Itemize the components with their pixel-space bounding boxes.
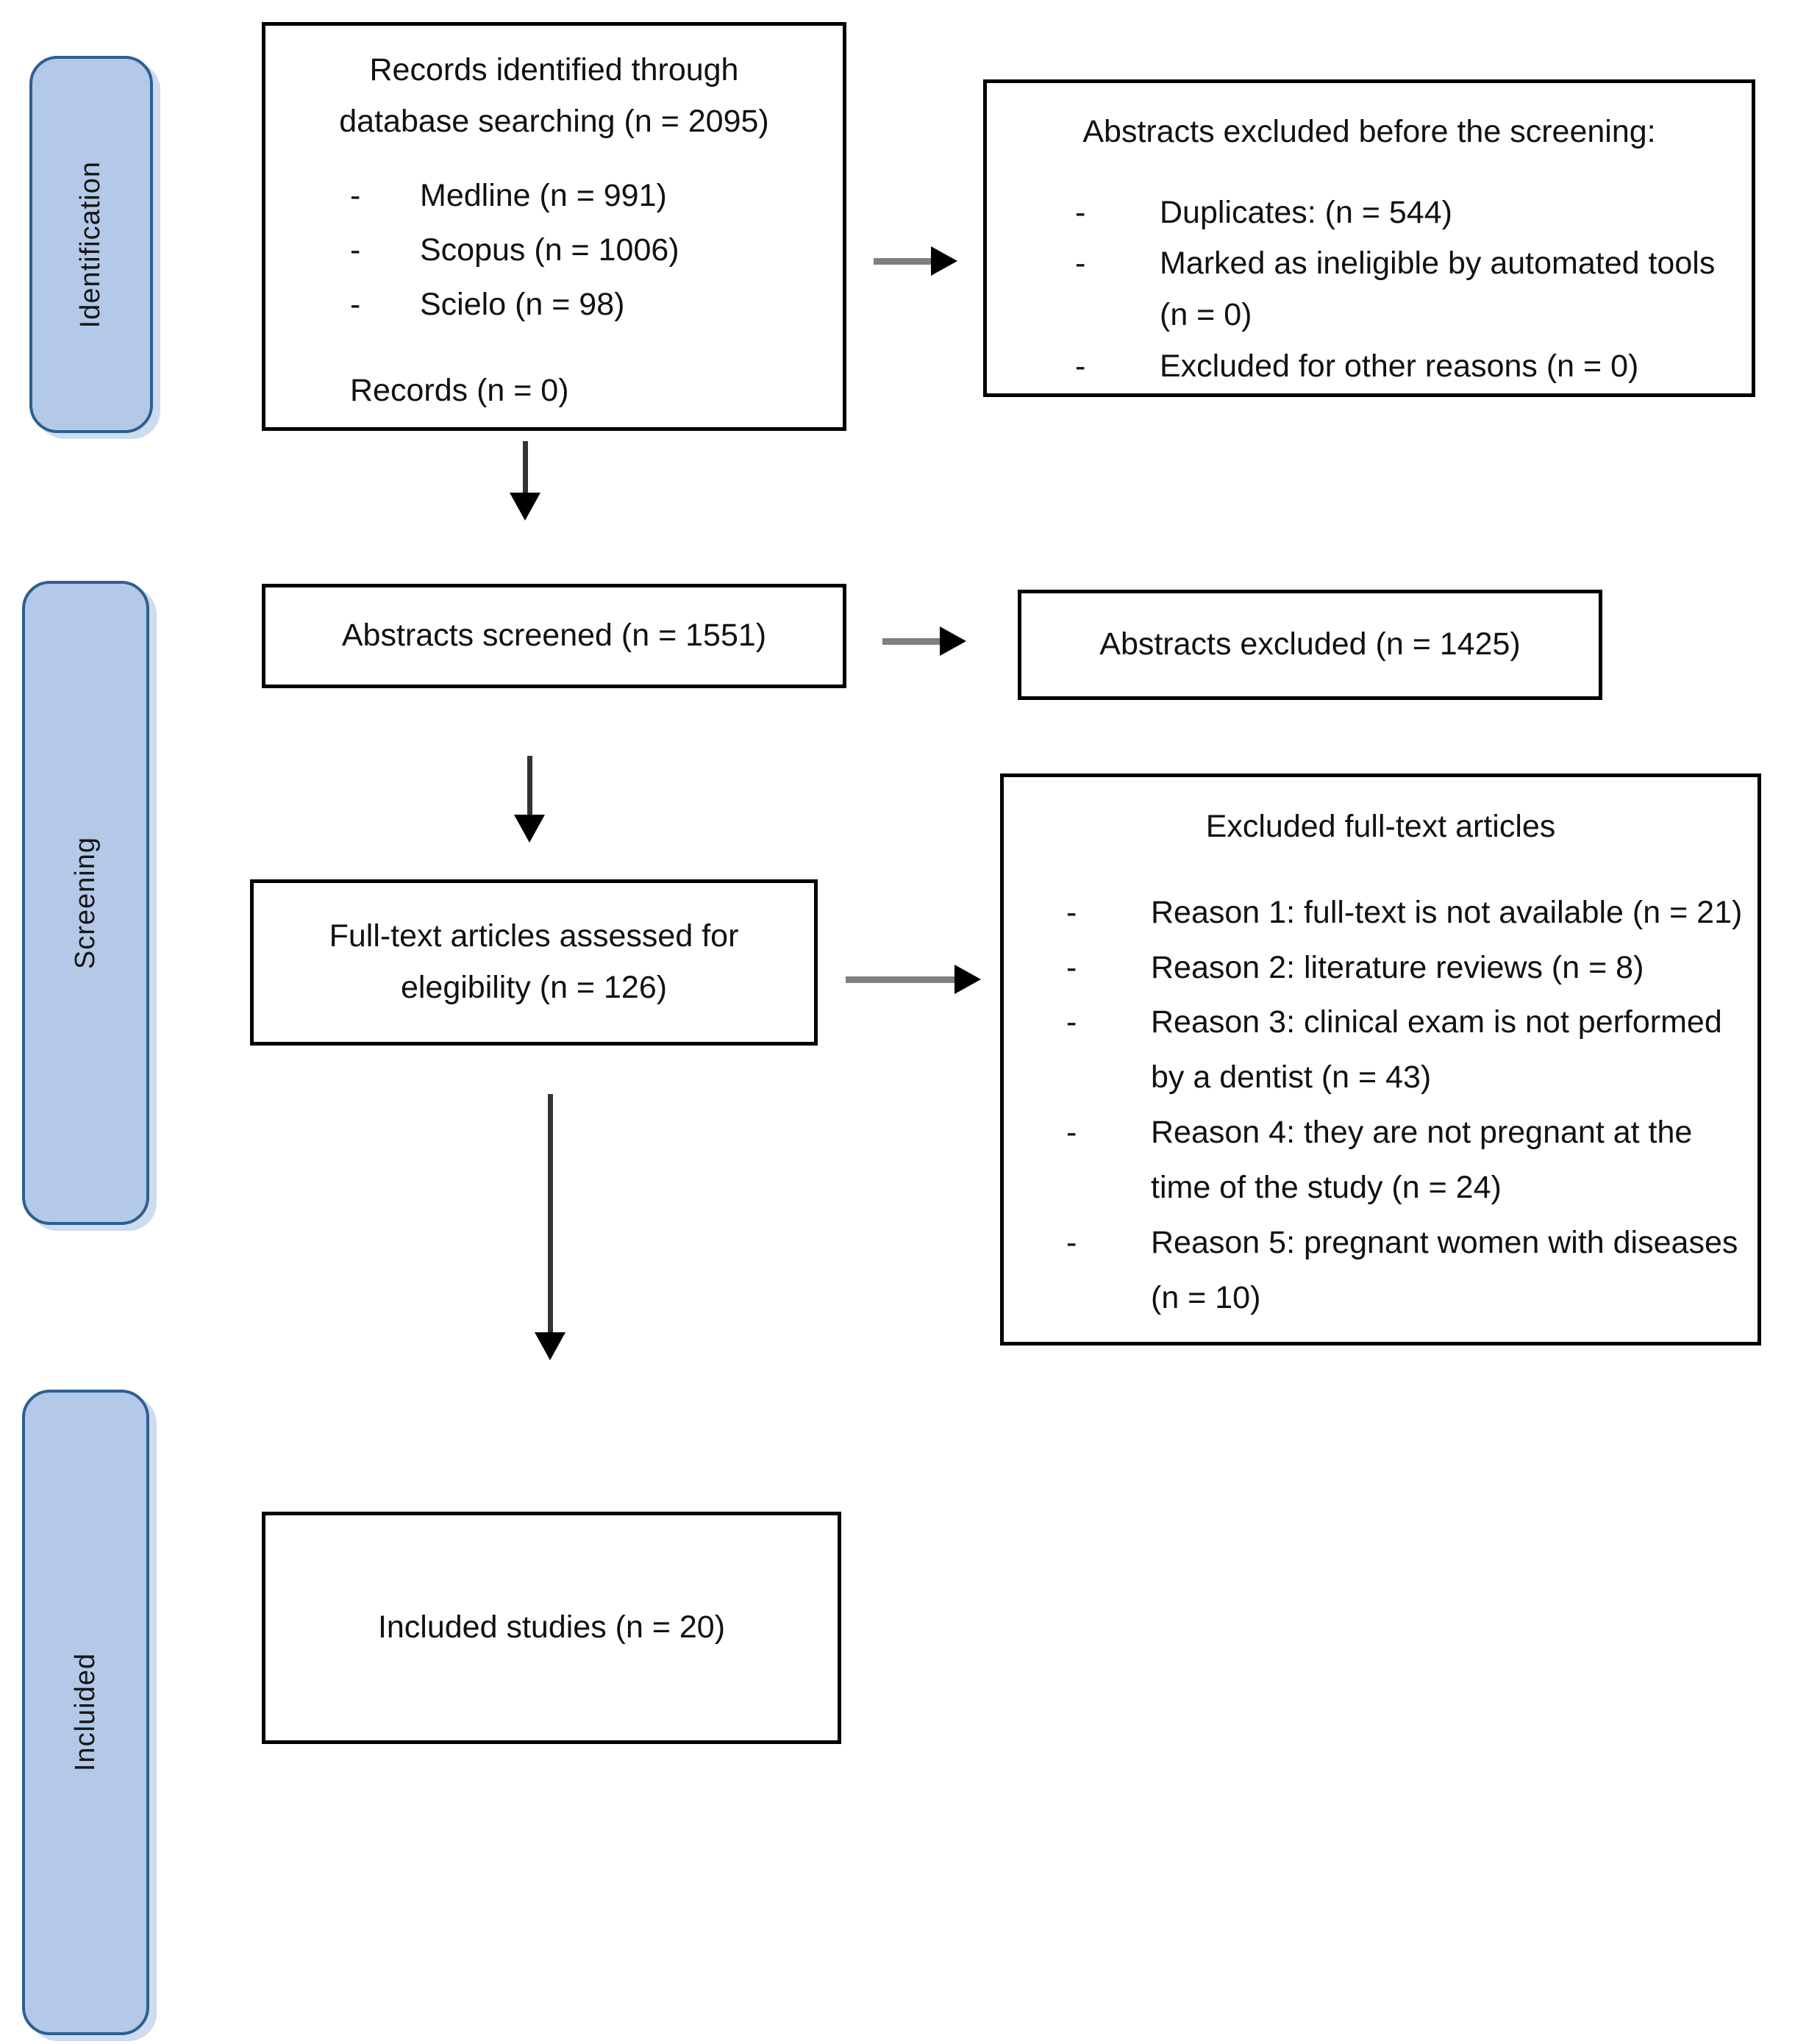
abstracts-excluded-before-list: - Duplicates: (n = 544) - Marked as inel…: [987, 187, 1752, 393]
abstracts-screened-label: Abstracts screened (n = 1551): [341, 618, 767, 654]
box-abstracts-excluded: Abstracts excluded (n = 1425): [1018, 590, 1602, 700]
list-item: - Scielo (n = 98): [350, 279, 843, 331]
database-scopus: Scopus (n = 1006): [420, 232, 679, 268]
list-item: - Reason 4: they are not pregnant at the…: [1066, 1105, 1757, 1215]
list-item: - Reason 2: literature reviews (n = 8): [1066, 940, 1757, 996]
records-footer: Records (n = 0): [350, 373, 569, 409]
bullet-dash: -: [1066, 894, 1077, 930]
excluded-fulltext-list: - Reason 1: full-text is not available (…: [1004, 885, 1757, 1326]
records-identified-list: - Medline (n = 991) - Scopus (n = 1006) …: [265, 171, 843, 330]
exclusion-reason-4: Reason 4: they are not pregnant at the t…: [1151, 1115, 1693, 1205]
abstracts-excluded-before-title: Abstracts excluded before the screening:: [1082, 114, 1656, 149]
list-item: - Duplicates: (n = 544): [1075, 187, 1752, 239]
bullet-dash: -: [350, 286, 361, 322]
bullet-dash: -: [1075, 246, 1086, 282]
arrow-head: [510, 493, 540, 521]
exclusion-reason-3: Reason 3: clinical exam is not performed…: [1151, 1004, 1722, 1096]
bullet-dash: -: [350, 232, 361, 268]
arrow-fulltext-to-included-icon: [535, 1094, 565, 1360]
arrow-head: [954, 965, 981, 994]
list-item: - Reason 1: full-text is not available (…: [1066, 885, 1757, 940]
stage-screening: Screening: [22, 581, 149, 1225]
arrow-shaft: [547, 1094, 553, 1332]
database-scielo: Scielo (n = 98): [420, 286, 625, 322]
arrow-head: [514, 815, 545, 843]
excluded-fulltext-title: Excluded full-text articles: [1205, 809, 1556, 844]
list-item: - Scopus (n = 1006): [350, 225, 843, 276]
stage-included: Incluided: [22, 1390, 149, 2035]
arrow-records-to-screened-icon: [510, 441, 540, 521]
stage-identification: Identification: [29, 56, 153, 433]
records-identified-title: Records identified through database sear…: [339, 52, 769, 139]
excluded-automated-tools: Marked as ineligible by automated tools …: [1160, 246, 1716, 332]
list-item: - Reason 3: clinical exam is not perform…: [1066, 995, 1757, 1105]
stage-identification-label: Identification: [75, 160, 107, 329]
arrow-records-to-excluded-before-icon: [874, 246, 957, 276]
arrow-shaft: [527, 756, 532, 815]
arrow-screened-to-fulltext-icon: [514, 756, 545, 843]
bullet-dash: -: [1066, 1115, 1077, 1151]
bullet-dash: -: [1075, 348, 1086, 384]
list-item: - Marked as ineligible by automated tool…: [1075, 238, 1752, 340]
arrow-fulltext-to-excluded-icon: [846, 965, 981, 994]
bullet-dash: -: [1075, 194, 1086, 230]
fulltext-assessed-label: Full-text articles assessed for elegibil…: [329, 918, 739, 1005]
abstracts-excluded-label: Abstracts excluded (n = 1425): [1099, 626, 1521, 662]
included-studies-label: Included studies (n = 20): [377, 1609, 726, 1645]
box-abstracts-screened: Abstracts screened (n = 1551): [262, 584, 846, 688]
excluded-duplicates: Duplicates: (n = 544): [1160, 194, 1452, 230]
stage-screening-label: Screening: [69, 836, 101, 970]
box-records-identified: Records identified through database sear…: [262, 22, 846, 431]
exclusion-reason-1: Reason 1: full-text is not available (n …: [1151, 894, 1743, 930]
list-item: - Excluded for other reasons (n = 0): [1075, 341, 1752, 393]
arrow-head: [535, 1332, 565, 1360]
arrow-head: [931, 246, 957, 276]
arrow-screened-to-excluded-icon: [882, 626, 966, 656]
list-item: - Reason 5: pregnant women with diseases…: [1066, 1215, 1757, 1326]
stage-included-label: Incluided: [69, 1653, 101, 1772]
box-excluded-fulltext: Excluded full-text articles - Reason 1: …: [1000, 773, 1761, 1346]
bullet-dash: -: [1066, 949, 1077, 985]
box-included-studies: Included studies (n = 20): [262, 1512, 841, 1744]
exclusion-reason-2: Reason 2: literature reviews (n = 8): [1151, 949, 1644, 985]
arrow-shaft: [846, 976, 954, 983]
bullet-dash: -: [1066, 1004, 1077, 1040]
exclusion-reason-5: Reason 5: pregnant women with diseases (…: [1151, 1224, 1738, 1315]
arrow-shaft: [882, 637, 940, 645]
arrow-head: [940, 626, 966, 656]
bullet-dash: -: [350, 178, 361, 214]
list-item: - Medline (n = 991): [350, 171, 843, 222]
database-medline: Medline (n = 991): [420, 178, 667, 214]
box-abstracts-excluded-before-screening: Abstracts excluded before the screening:…: [983, 79, 1755, 397]
arrow-shaft: [522, 441, 528, 493]
bullet-dash: -: [1066, 1224, 1077, 1260]
arrow-shaft: [874, 257, 931, 265]
box-fulltext-assessed: Full-text articles assessed for elegibil…: [250, 879, 818, 1046]
excluded-other-reasons: Excluded for other reasons (n = 0): [1160, 348, 1639, 384]
